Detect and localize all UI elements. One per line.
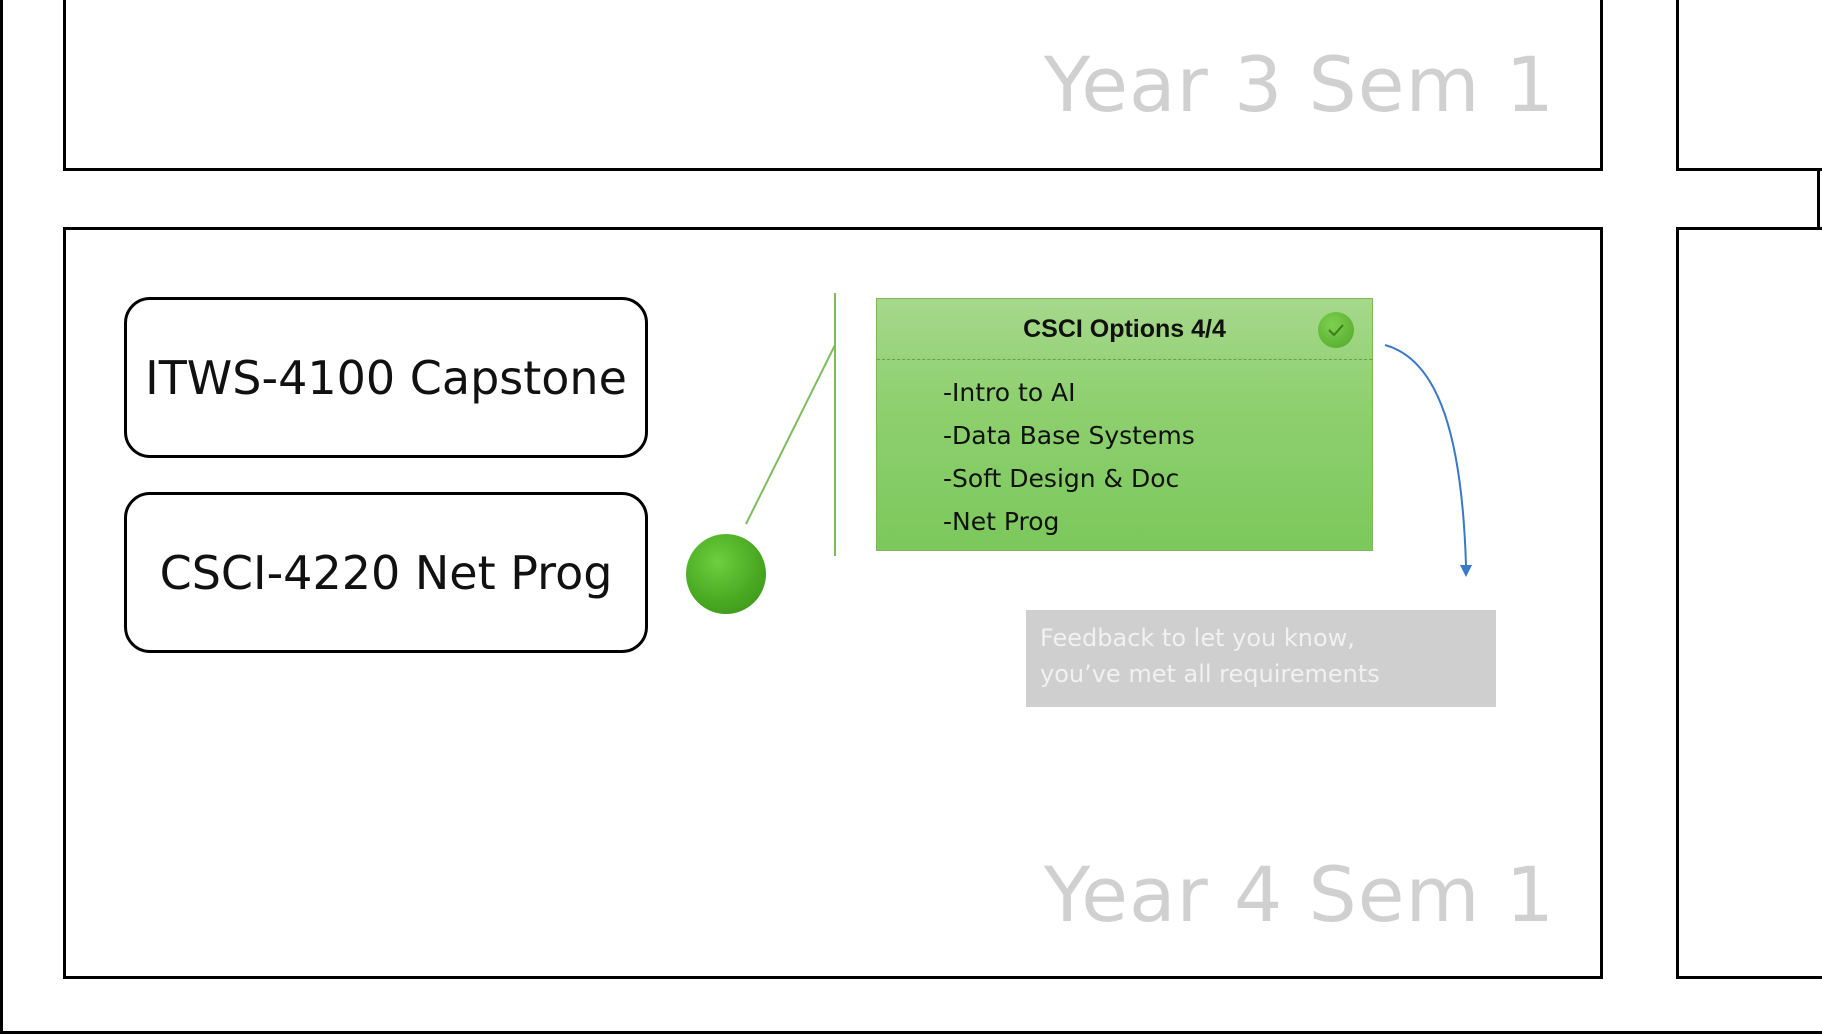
feedback-line: Feedback to let you know, bbox=[1040, 624, 1355, 652]
course-card-itws-4100[interactable]: ITWS-4100 Capstone bbox=[124, 297, 648, 458]
frame-bottom-edge bbox=[0, 1031, 1822, 1034]
checkmark-icon bbox=[1318, 312, 1354, 348]
options-list: -Intro to AI -Data Base Systems -Soft De… bbox=[943, 371, 1195, 543]
list-item: -Net Prog bbox=[943, 507, 1060, 536]
list-item: -Data Base Systems bbox=[943, 421, 1195, 450]
list-item: -Soft Design & Doc bbox=[943, 464, 1180, 493]
semester-label: Year 4 Sem 1 bbox=[1043, 850, 1555, 939]
semester-panel-right-top bbox=[1676, 0, 1822, 171]
frame-right-edge bbox=[1817, 168, 1820, 230]
feedback-note: Feedback to let you know, you’ve met all… bbox=[1026, 610, 1496, 707]
csci-options-card[interactable]: CSCI Options 4/4 -Intro to AI -Data Base… bbox=[876, 298, 1373, 551]
feedback-line: you’ve met all requirements bbox=[1040, 660, 1380, 688]
semester-label: Year 3 Sem 1 bbox=[1043, 40, 1555, 129]
requirement-status-dot[interactable] bbox=[686, 534, 766, 614]
options-card-title: CSCI Options 4/4 bbox=[1023, 314, 1226, 343]
list-item: -Intro to AI bbox=[943, 378, 1076, 407]
frame-left-edge bbox=[0, 0, 3, 1034]
semester-panel-right-bottom bbox=[1676, 227, 1822, 979]
course-card-csci-4220[interactable]: CSCI-4220 Net Prog bbox=[124, 492, 648, 653]
semester-panel-year3-sem1: Year 3 Sem 1 bbox=[63, 0, 1603, 171]
options-card-header: CSCI Options 4/4 bbox=[877, 299, 1372, 360]
